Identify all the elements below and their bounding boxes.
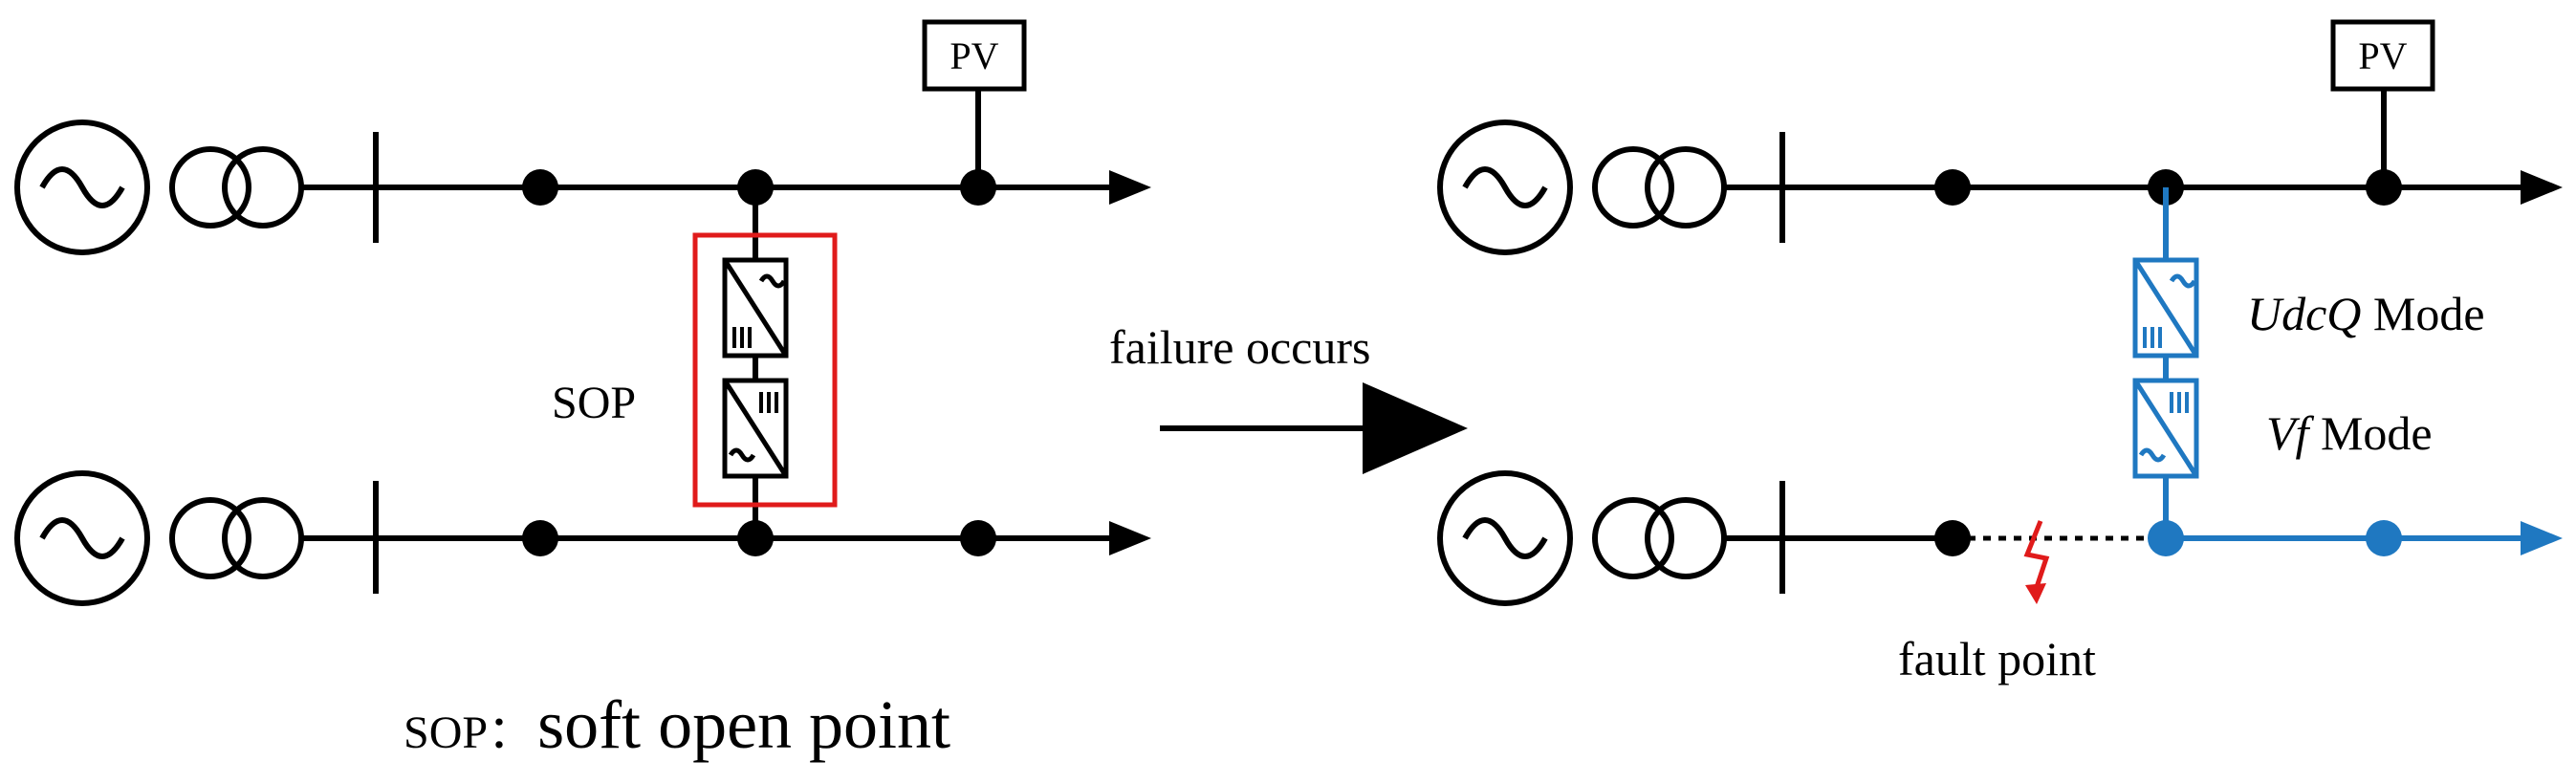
node (960, 520, 996, 556)
ac-source-wave (1462, 166, 1548, 208)
transition-arrow: failure occurs (1109, 320, 1468, 474)
sop-label: SOP (552, 378, 636, 428)
transformer-icon (169, 146, 251, 228)
sop-left: SOP (552, 187, 838, 538)
fault-point-label: fault point (1898, 632, 2096, 685)
transformer-icon (1592, 146, 1674, 228)
sop-right: UdcQ Mode Vf Mode (2135, 187, 2485, 538)
vf-italic: Vf (2266, 406, 2315, 460)
legend: SOP： soft open point (404, 686, 950, 763)
vf-mode-label: Vf Mode (2266, 406, 2433, 460)
node (2366, 520, 2402, 556)
pv-box-left: PV (922, 19, 1027, 92)
udcq-mode-label: UdcQ Mode (2247, 287, 2485, 340)
transformer-icon (1592, 497, 1674, 579)
transformer-icon (1645, 497, 1727, 579)
transformer-icon (1645, 146, 1727, 228)
left-network: PV SOP SOP： soft open (14, 19, 1151, 763)
ac-source-icon (14, 470, 150, 606)
ac-source-wave (39, 517, 125, 559)
legend-text: soft open point (537, 686, 950, 763)
arrow-head (2521, 521, 2563, 555)
ac-dc-converter-icon (2135, 381, 2196, 476)
pv-label: PV (2358, 34, 2407, 77)
arrow-head (1109, 521, 1151, 555)
right-network: PV fault point (1437, 19, 2563, 685)
left-bottom-feeder (14, 470, 1151, 606)
ac-dc-converter-icon (725, 381, 786, 476)
sop-highlight-box (692, 232, 838, 508)
ac-source-wave (39, 166, 125, 208)
arrow-caption: failure occurs (1109, 320, 1370, 374)
fault-arrow-tip (2025, 583, 2046, 604)
node (522, 169, 558, 206)
lightning-fault-icon (2023, 520, 2050, 594)
transformer-icon (169, 497, 251, 579)
left-top-feeder (14, 89, 1151, 255)
node (1934, 169, 1971, 206)
node (522, 520, 558, 556)
pv-label: PV (950, 34, 998, 77)
arrow-head (2521, 170, 2563, 205)
pv-box-right: PV (2330, 19, 2435, 92)
ac-source-icon (14, 120, 150, 255)
arrow-head (1109, 170, 1151, 205)
udcq-italic: UdcQ (2247, 287, 2361, 340)
ac-source-wave (1462, 517, 1548, 559)
ac-source-icon (1437, 470, 1573, 606)
right-top-feeder (1437, 89, 2563, 255)
legend-abbr: SOP： (404, 707, 534, 758)
ac-dc-converter-icon (2135, 260, 2196, 356)
ac-source-icon (1437, 120, 1573, 255)
transformer-icon (222, 146, 304, 228)
right-bottom-feeder: fault point (1437, 470, 2563, 685)
arrow-head (1363, 382, 1468, 474)
udcq-mode: Mode (2361, 287, 2484, 340)
vf-mode: Mode (2308, 406, 2432, 460)
transformer-icon (222, 497, 304, 579)
ac-dc-converter-icon (725, 260, 786, 356)
